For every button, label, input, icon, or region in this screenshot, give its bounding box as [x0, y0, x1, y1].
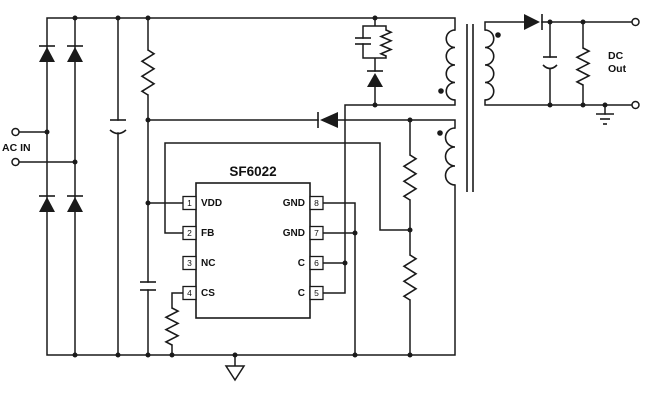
pin-4-box	[182, 285, 197, 301]
ac-input: AC IN	[2, 127, 31, 167]
auxiliary-winding	[444, 127, 456, 186]
pin-5-box	[309, 285, 324, 301]
ic-body	[195, 182, 311, 319]
pin-7-number: 7	[314, 228, 319, 238]
transformer	[437, 24, 501, 192]
snubber-diode	[367, 70, 383, 87]
feedback-divider-resistor-bottom	[402, 254, 418, 301]
dc-out-label-line2: Out	[608, 63, 627, 75]
feedback-divider-resistor-top	[402, 154, 418, 201]
chassis-ground-symbol	[224, 365, 246, 382]
pin-4-name: CS	[201, 288, 215, 299]
bridge-diode-4	[67, 195, 83, 212]
pin-1-number: 1	[187, 198, 192, 208]
auxiliary-polarity-dot	[437, 130, 443, 136]
pin-7-name: GND	[283, 228, 305, 239]
dc-output: DC Out	[608, 17, 640, 110]
pin-8-name: GND	[283, 198, 305, 209]
startup-resistor	[140, 49, 156, 96]
junction-dots	[44, 15, 608, 358]
bridge-rectifier	[39, 45, 83, 212]
vdd-capacitor	[140, 281, 156, 291]
bridge-diode-3	[39, 195, 55, 212]
pin-1-name: VDD	[201, 198, 222, 209]
pin-6-number: 6	[314, 258, 319, 268]
bridge-diode-1	[39, 45, 55, 62]
dc-terminal-bottom	[631, 100, 640, 110]
pin-3-box	[182, 255, 197, 271]
ac-in-label: AC IN	[2, 142, 31, 154]
snubber-resistor	[378, 29, 394, 57]
dc-terminal-top	[631, 17, 640, 27]
pin-7-box	[309, 225, 324, 241]
ac-terminal-top	[11, 127, 20, 137]
pin-5-number: 5	[314, 288, 319, 298]
dc-out-label-line1: DC	[608, 50, 624, 62]
pin-6-box	[309, 255, 324, 271]
snubber-network	[355, 29, 394, 87]
snubber-capacitor	[355, 37, 371, 45]
pin-3-name: NC	[201, 258, 215, 269]
earth-ground-symbol	[596, 113, 614, 125]
wire-network	[18, 17, 633, 367]
ic-part-number: SF6022	[229, 164, 276, 179]
secondary-winding	[484, 29, 495, 101]
primary-polarity-dot	[438, 88, 444, 94]
aux-rectifier-diode	[317, 112, 338, 128]
secondary-polarity-dot	[495, 32, 501, 38]
primary-winding	[445, 29, 456, 101]
pin-4-number: 4	[187, 288, 192, 298]
pin-2-box	[182, 225, 197, 241]
pin-8-number: 8	[314, 198, 319, 208]
output-resistor	[575, 47, 591, 86]
ac-terminal-bottom	[11, 157, 20, 167]
transformer-core	[466, 24, 474, 192]
pin-8-box	[309, 195, 324, 211]
output-rectifier-diode	[524, 14, 543, 30]
pin-1-box	[182, 195, 197, 211]
pin-5-name: C	[298, 288, 305, 299]
pin-6-name: C	[298, 258, 305, 269]
ic-sf6022: SF6022 1 2 3 4 8 7 6 5 VDD FB NC CS GND …	[182, 164, 324, 319]
pin-2-number: 2	[187, 228, 192, 238]
pin-3-number: 3	[187, 258, 192, 268]
pin-2-name: FB	[201, 228, 214, 239]
cs-sense-resistor	[164, 307, 180, 346]
bridge-diode-2	[67, 45, 83, 62]
bulk-capacitor	[109, 119, 127, 135]
output-capacitor	[542, 56, 558, 70]
